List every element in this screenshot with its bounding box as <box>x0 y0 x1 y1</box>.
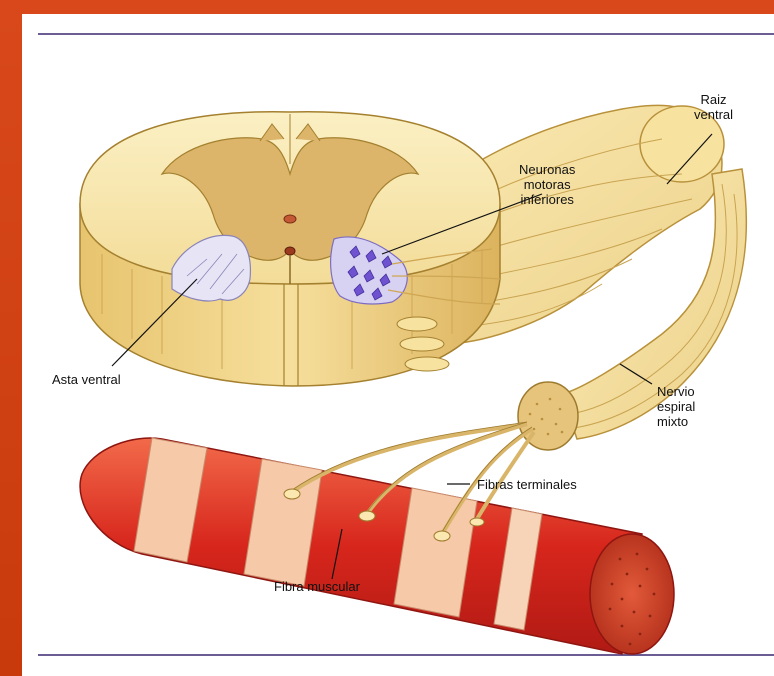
label-asta-ventral: Asta ventral <box>52 372 121 387</box>
label-fibra-muscular-text: Fibra muscular <box>274 579 360 594</box>
label-fibras-terminales: Fibras terminales <box>477 477 577 492</box>
motor-unit-diagram <box>22 14 774 676</box>
label-nervio: Nervio espiral mixto <box>657 384 695 429</box>
label-neuronas: Neuronas motoras inferiores <box>519 162 575 207</box>
label-nervio-text: Nervio espiral mixto <box>657 384 695 429</box>
label-raiz-ventral-text: Raiz ventral <box>694 92 733 122</box>
spinal-cord <box>80 112 500 386</box>
muscle-fiber <box>80 438 674 654</box>
figure-panel: Raiz ventral Neuronas motoras inferiores… <box>22 14 774 676</box>
label-fibra-muscular: Fibra muscular <box>274 579 360 594</box>
label-neuronas-text: Neuronas motoras inferiores <box>519 162 575 207</box>
label-fibras-terminales-text: Fibras terminales <box>477 477 577 492</box>
label-raiz-ventral: Raiz ventral <box>694 92 733 122</box>
label-asta-ventral-text: Asta ventral <box>52 372 121 387</box>
